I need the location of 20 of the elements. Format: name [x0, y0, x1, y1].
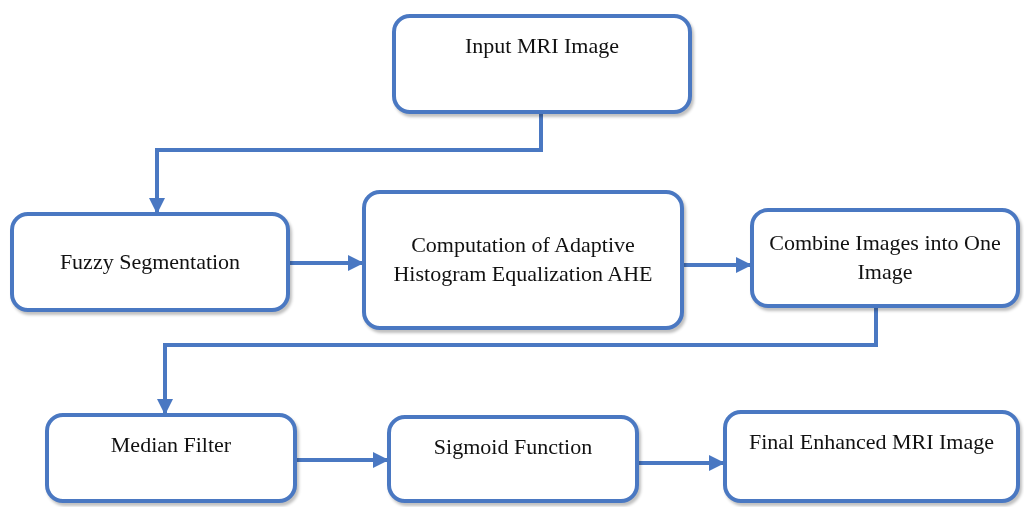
process-box [387, 415, 639, 503]
box-label: Final Enhanced MRI Image [749, 428, 994, 456]
process-box [723, 410, 1020, 503]
box-label: Input MRI Image [465, 32, 619, 60]
arrow [149, 114, 543, 214]
arrow [684, 257, 752, 273]
process-box [45, 413, 297, 503]
box-label: Median Filter [110, 431, 232, 459]
box-label: Combine Images into One Image [768, 229, 1002, 286]
box-label: Fuzzy Segmentation [59, 247, 241, 276]
arrow [157, 308, 878, 415]
box-label: Computation of Adaptive Histogram Equalization AHE [392, 231, 654, 288]
arrow [297, 452, 389, 468]
process-box [10, 212, 290, 312]
arrow [290, 255, 364, 271]
process-box [750, 208, 1020, 308]
process-box [392, 14, 692, 114]
process-box [362, 190, 684, 330]
box-label: Sigmoid Function [433, 433, 593, 461]
arrow [639, 455, 725, 471]
